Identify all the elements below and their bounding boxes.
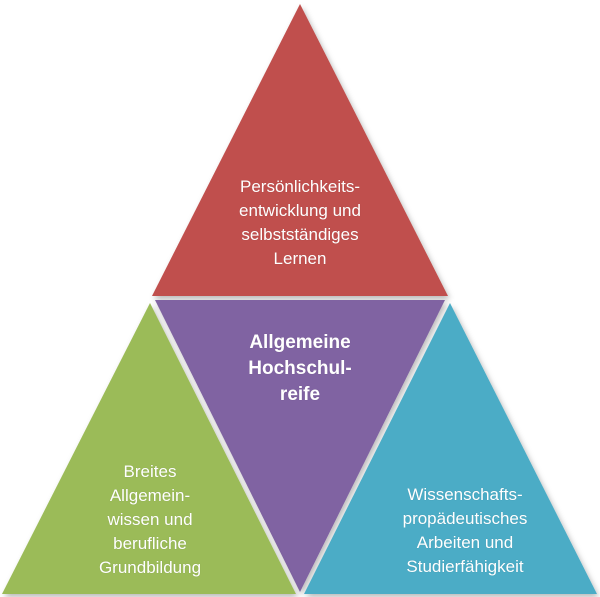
right-triangle bbox=[304, 303, 597, 594]
top-triangle bbox=[152, 4, 448, 296]
center-triangle bbox=[155, 300, 445, 592]
center-segment-label: Allgemeine Hochschul- reife bbox=[248, 332, 352, 405]
top-segment-label: Persönlichkeits- entwicklung und selbsts… bbox=[239, 177, 361, 268]
left-triangle bbox=[2, 303, 296, 594]
left-segment-label: Breites Allgemein- wissen und berufliche… bbox=[98, 462, 202, 577]
right-segment-label: Wissenschafts- propädeutisches Arbeiten … bbox=[402, 485, 528, 576]
